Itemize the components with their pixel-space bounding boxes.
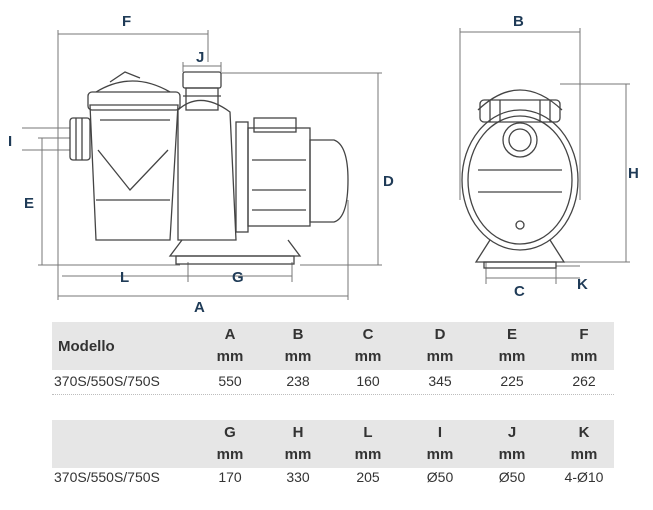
table-2-col-g-letter: G: [224, 424, 236, 441]
dim-label-b: B: [513, 13, 524, 30]
table-1-model-header: Modello: [58, 338, 115, 355]
table-2-col-i-unit: mm: [426, 446, 454, 463]
table-1-value-d: 345: [428, 373, 452, 389]
table-2-col-k-letter: K: [578, 424, 590, 441]
table-2-header: [52, 420, 614, 468]
table-1-col-a-letter: A: [224, 326, 236, 343]
table-2-value-l: 205: [356, 469, 380, 485]
dim-label-f: F: [122, 13, 131, 30]
dim-label-d: D: [383, 173, 394, 190]
dim-label-k: K: [577, 276, 588, 293]
table-1-col-c-letter: C: [362, 326, 374, 343]
table-1-col-a-unit: mm: [216, 348, 244, 365]
table-2-col-j-letter: J: [507, 424, 517, 441]
table-1-col-e-letter: E: [506, 326, 517, 343]
dimension-table-2: G mm H mm L mm I mm J mm K mm 370S/550S/…: [52, 420, 614, 492]
dim-label-g: G: [232, 269, 244, 286]
table-2-col-l-letter: L: [363, 424, 373, 441]
pump-technical-drawing: F J I E L G A D B H C K: [8, 13, 639, 316]
table-2-col-j-unit: mm: [498, 446, 526, 463]
table-2-col-i-letter: I: [437, 424, 443, 441]
table-1-value-b: 238: [286, 373, 310, 389]
table-1-col-d-letter: D: [434, 326, 446, 343]
table-1-col-f-letter: F: [579, 326, 589, 343]
table-2-value-g: 170: [218, 469, 242, 485]
table-2-col-h-unit: mm: [284, 446, 312, 463]
dim-label-c: C: [514, 283, 525, 300]
table-2-value-k: 4-Ø10: [564, 469, 604, 485]
table-1-value-e: 225: [500, 373, 524, 389]
table-1-model-name: 370S/550S/750S: [54, 373, 160, 389]
table-1-value-c: 160: [356, 373, 380, 389]
dimension-table-1: Modello A mm B mm C mm D mm E mm F mm 37…: [52, 322, 614, 395]
table-1-value-f: 262: [572, 373, 596, 389]
table-row: 370S/550S/750S 550 238 160 345 225 262: [52, 372, 614, 394]
table-1-header: [52, 322, 614, 370]
table-2-col-k-unit: mm: [570, 446, 598, 463]
table-2-col-h-letter: H: [292, 424, 304, 441]
dim-label-e: E: [24, 195, 34, 212]
dim-label-a: A: [194, 299, 205, 316]
table-1-value-a: 550: [218, 373, 242, 389]
table-2-col-l-unit: mm: [354, 446, 382, 463]
table-2-value-j: Ø50: [498, 469, 526, 485]
table-1-col-f-unit: mm: [570, 348, 598, 365]
dim-label-j: J: [196, 49, 204, 66]
table-1-col-b-letter: B: [292, 326, 304, 343]
table-2-model-name: 370S/550S/750S: [54, 469, 160, 485]
table-1-col-d-unit: mm: [426, 348, 454, 365]
table-2-value-i: Ø50: [426, 469, 454, 485]
table-2-col-g-unit: mm: [216, 446, 244, 463]
dim-label-i: I: [8, 133, 12, 150]
dim-label-l: L: [120, 269, 129, 286]
table-1-col-b-unit: mm: [284, 348, 312, 365]
table-1-divider: [52, 394, 614, 395]
table-1-col-c-unit: mm: [354, 348, 382, 365]
dim-label-h: H: [628, 165, 639, 182]
table-2-value-h: 330: [286, 469, 310, 485]
table-1-col-e-unit: mm: [498, 348, 526, 365]
table-row: 370S/550S/750S 170 330 205 Ø50 Ø50 4-Ø10: [52, 468, 614, 490]
